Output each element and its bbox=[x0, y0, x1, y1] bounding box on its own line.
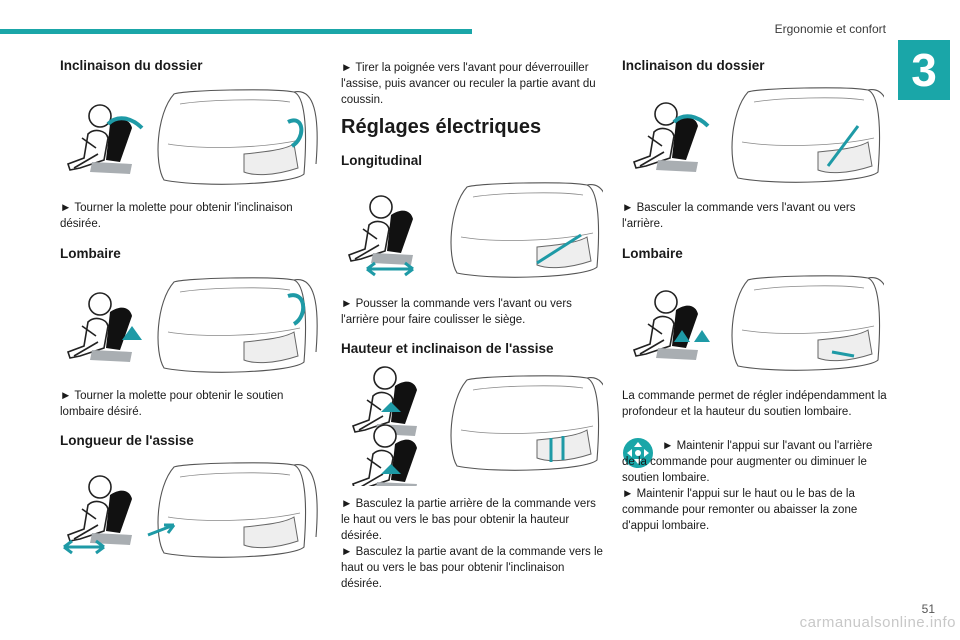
recline-title-electric: Inclinaison du dossier bbox=[622, 58, 765, 73]
height-text-2: ► Basculez la partie avant de la command… bbox=[341, 546, 603, 590]
lumbar-electric-bullet-2: ► Maintenir l'appui sur le haut ou le ba… bbox=[622, 488, 858, 532]
height-tilt-title: Hauteur et inclinaison de l'assise bbox=[341, 341, 554, 356]
recline-text: ► Tourner la molette pour obtenir l'incl… bbox=[60, 202, 293, 230]
longitudinal-text: ► Pousser la commande vers l'avant ou ve… bbox=[341, 298, 572, 326]
recline-electric-illustration bbox=[622, 80, 884, 190]
watermark: carmanualsonline.info bbox=[799, 614, 956, 631]
recline-title: Inclinaison du dossier bbox=[60, 58, 203, 73]
length-title: Longueur de l'assise bbox=[60, 433, 194, 448]
length-text: ► Tirer la poignée vers l'avant pour dév… bbox=[341, 62, 596, 106]
recline-electric-text: ► Basculer la commande vers l'avant ou v… bbox=[622, 202, 856, 230]
lumbar-electric-intro: La commande permet de régler indépendamm… bbox=[622, 390, 887, 418]
top-accent-bar bbox=[0, 29, 472, 34]
lumbar-electric-illustration bbox=[622, 268, 884, 376]
lumbar-text: ► Tourner la molette pour obtenir le sou… bbox=[60, 390, 284, 418]
section-title: Ergonomie et confort bbox=[774, 22, 886, 36]
lumbar-illustration bbox=[60, 268, 320, 384]
four-way-control-icon bbox=[622, 437, 654, 469]
longitudinal-illustration bbox=[341, 175, 603, 283]
longitudinal-title: Longitudinal bbox=[341, 153, 422, 168]
height-tilt-illustration bbox=[341, 362, 603, 486]
lumbar-electric-bullet-1: ► Maintenir l'appui sur l'avant ou l'arr… bbox=[622, 440, 873, 484]
recline-illustration bbox=[60, 80, 320, 198]
length-illustration bbox=[60, 455, 320, 567]
electric-settings-title: Réglages électriques bbox=[341, 116, 542, 138]
chapter-number-badge: 3 bbox=[898, 40, 950, 100]
lumbar-title-electric: Lombaire bbox=[622, 246, 683, 261]
page-number: 51 bbox=[921, 602, 935, 616]
lumbar-title: Lombaire bbox=[60, 246, 121, 261]
height-text-1: ► Basculez la partie arrière de la comma… bbox=[341, 498, 596, 542]
